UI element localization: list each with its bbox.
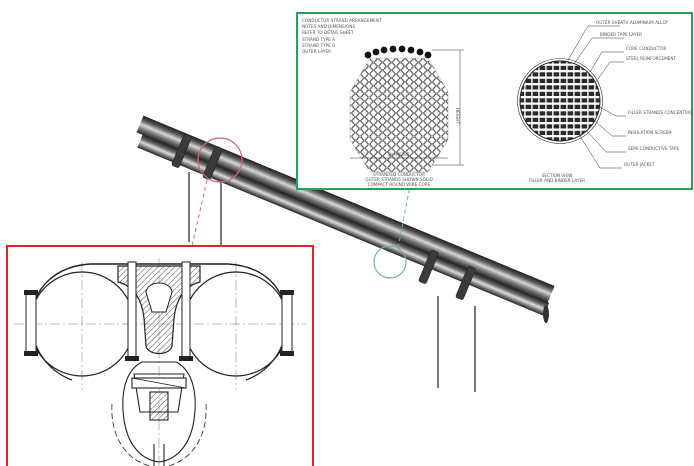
height-dim-label: HEIGHT <box>455 108 460 124</box>
right-note: OUTER JACKET <box>624 162 655 167</box>
diameter-dim-label: DIAMETER <box>388 152 410 157</box>
right-note: CORE CONDUCTOR <box>626 46 667 51</box>
pipe-end-cap <box>543 305 549 323</box>
header-note: CONDUCTOR STRAND ARRANGEMENT <box>302 18 382 23</box>
right-strand-section: SECTION VIEW FILLER AND BINDER LAYER OUT… <box>517 20 692 183</box>
hanger-rods <box>188 172 476 392</box>
header-note: STRAND TYPE B <box>302 43 335 48</box>
right-note: BINDER TAPE LAYER <box>600 32 642 37</box>
right-note: OUTER SHEATH ALUMINIUM ALLOY <box>596 20 669 25</box>
callout-red <box>191 137 243 247</box>
right-caption: FILLER AND BINDER LAYER <box>529 178 585 183</box>
header-note: STRAND TYPE A <box>302 37 335 42</box>
right-note: SEMI-CONDUCTIVE TAPE <box>628 146 679 151</box>
rear-pipe <box>137 134 550 316</box>
detail-header-notes: CONDUCTOR STRAND ARRANGEMENT NOTES AND D… <box>302 18 382 54</box>
pipe-clamps <box>171 134 476 300</box>
outer-strands-solid <box>364 45 432 59</box>
right-note: STEEL REINFORCEMENT <box>626 56 676 61</box>
left-strand-section: HEIGHT DIAMETER STRANDED CONDUCTOR OUTER… <box>349 45 464 187</box>
callout-green <box>373 185 411 279</box>
pipe-assembly <box>136 115 555 392</box>
left-caption: OUTER STRANDS SHOWN SOLID <box>365 177 432 182</box>
right-caption: SECTION VIEW <box>542 173 573 178</box>
header-note: OUTER LAYER <box>302 49 331 54</box>
header-note: NOTES AND DIMENSIONS <box>302 24 355 29</box>
red-detail-panel <box>6 245 314 466</box>
left-caption: STRANDED CONDUCTOR <box>373 172 425 177</box>
front-pipe <box>136 115 555 303</box>
right-note: FILLER STRANDS CONCENTRIC <box>628 110 692 115</box>
right-note: INSULATION SCREEN <box>628 130 672 135</box>
left-caption: COMPACT ROUND WIRE CORE <box>368 182 431 187</box>
insulator-hook <box>122 361 196 463</box>
green-detail-panel: CONDUCTOR STRAND ARRANGEMENT NOTES AND D… <box>296 12 693 190</box>
header-note: REFER TO DETAIL SHEET <box>302 30 354 35</box>
